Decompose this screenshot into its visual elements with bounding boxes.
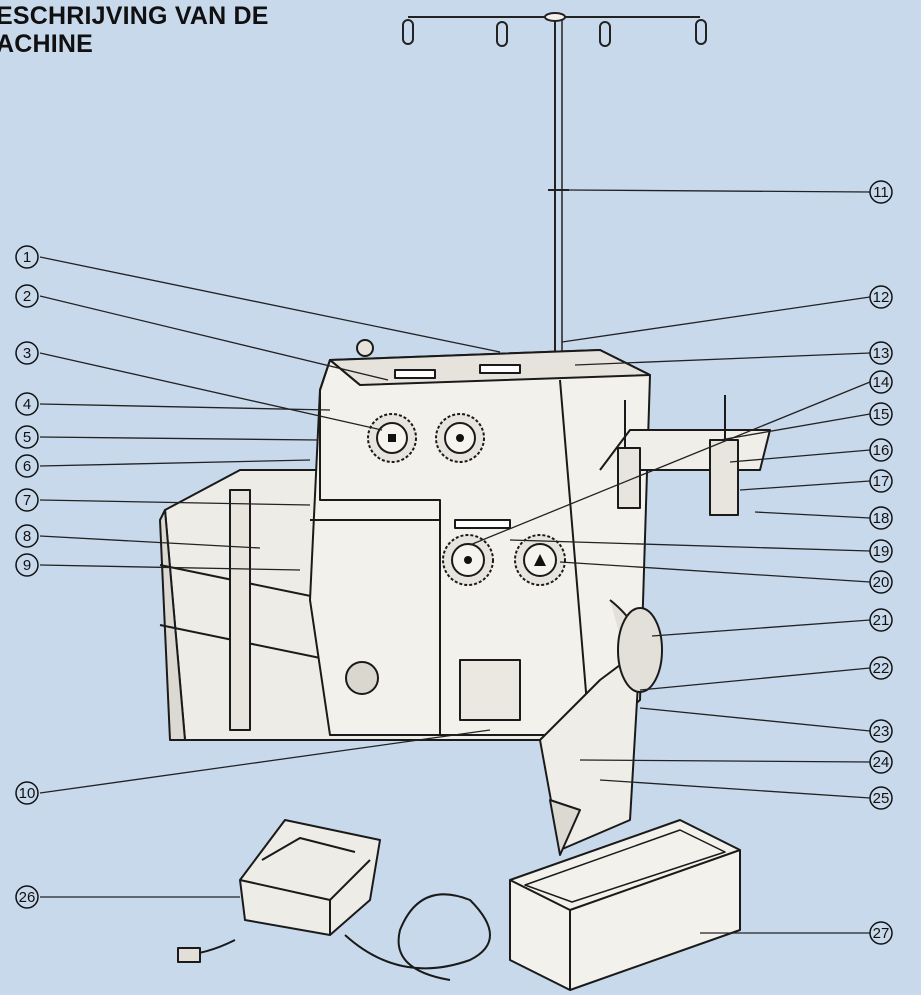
- callout-number: 24: [873, 754, 890, 771]
- callout-layer: 1234567891011121314151617181920212223242…: [15, 180, 893, 945]
- callout-26: 26: [15, 885, 39, 909]
- tension-dials: [367, 413, 566, 586]
- callout-circle: [869, 570, 893, 594]
- callout-circle: [15, 885, 39, 909]
- callout-number: 8: [23, 528, 31, 545]
- callout-circle: [869, 341, 893, 365]
- callout-circle: [15, 341, 39, 365]
- callout-23: 23: [869, 719, 893, 743]
- callout-circle: [15, 488, 39, 512]
- callout-circle: [869, 719, 893, 743]
- callout-circle: [869, 786, 893, 810]
- foot-pedal: [177, 819, 491, 981]
- callout-13: 13: [869, 341, 893, 365]
- callout-1: 1: [15, 245, 39, 269]
- callout-number: 1: [23, 249, 31, 266]
- callout-number: 20: [873, 574, 890, 591]
- callout-circle: [869, 285, 893, 309]
- callout-number: 11: [873, 184, 889, 201]
- thread-stand: [402, 12, 707, 360]
- callout-circle: [15, 284, 39, 308]
- callout-circle: [869, 370, 893, 394]
- callout-20: 20: [869, 570, 893, 594]
- callout-7: 7: [15, 488, 39, 512]
- title-line-2: ACHINE: [0, 30, 94, 58]
- callout-circle: [869, 506, 893, 530]
- callout-circle: [15, 454, 39, 478]
- callout-4: 4: [15, 392, 39, 416]
- callout-number: 4: [23, 396, 31, 413]
- callout-circle: [869, 539, 893, 563]
- callout-number: 6: [23, 458, 31, 475]
- callout-15: 15: [869, 402, 893, 426]
- callout-number: 9: [23, 557, 31, 574]
- callout-number: 15: [873, 406, 890, 423]
- callout-circle: [869, 438, 893, 462]
- callout-circle: [15, 245, 39, 269]
- callout-number: 10: [19, 785, 36, 802]
- page-title: ESCHRIJVING VAN DE ACHINE: [0, 2, 269, 58]
- callout-number: 18: [873, 510, 890, 527]
- callout-number: 12: [873, 289, 890, 306]
- callout-number: 7: [23, 492, 31, 509]
- callout-27: 27: [869, 921, 893, 945]
- callout-circle: [869, 921, 893, 945]
- callout-24: 24: [869, 750, 893, 774]
- leader-lines: [39, 189, 871, 934]
- callout-number: 21: [873, 612, 890, 629]
- callout-number: 25: [873, 790, 890, 807]
- callout-circle: [869, 656, 893, 680]
- callout-number: 3: [23, 345, 31, 362]
- callout-circle: [869, 402, 893, 426]
- callout-circle: [15, 781, 39, 805]
- callout-circle: [15, 524, 39, 548]
- callout-circle: [869, 750, 893, 774]
- callout-8: 8: [15, 524, 39, 548]
- callout-11: 11: [869, 180, 893, 204]
- callout-number: 16: [873, 442, 890, 459]
- callout-circle: [15, 553, 39, 577]
- callout-5: 5: [15, 425, 39, 449]
- callout-22: 22: [869, 656, 893, 680]
- callout-circle: [15, 392, 39, 416]
- accessory-box: [509, 819, 741, 991]
- callout-number: 22: [873, 660, 890, 677]
- callout-number: 19: [873, 543, 890, 560]
- callout-number: 27: [873, 925, 890, 942]
- callout-6: 6: [15, 454, 39, 478]
- callout-circle: [869, 608, 893, 632]
- callout-9: 9: [15, 553, 39, 577]
- callout-21: 21: [869, 608, 893, 632]
- callout-14: 14: [869, 370, 893, 394]
- callout-number: 5: [23, 429, 31, 446]
- callout-10: 10: [15, 781, 39, 805]
- callout-19: 19: [869, 539, 893, 563]
- callout-25: 25: [869, 786, 893, 810]
- title-line-1: ESCHRIJVING VAN DE: [0, 2, 269, 30]
- callout-number: 17: [873, 473, 890, 490]
- callout-number: 13: [873, 345, 890, 362]
- callout-circle: [15, 425, 39, 449]
- callout-circle: [869, 469, 893, 493]
- callout-number: 26: [19, 889, 36, 906]
- callout-circle: [869, 180, 893, 204]
- callout-number: 23: [873, 723, 890, 740]
- callout-12: 12: [869, 285, 893, 309]
- callout-2: 2: [15, 284, 39, 308]
- callout-number: 2: [23, 288, 31, 305]
- callout-3: 3: [15, 341, 39, 365]
- callout-16: 16: [869, 438, 893, 462]
- callout-17: 17: [869, 469, 893, 493]
- callout-18: 18: [869, 506, 893, 530]
- callout-number: 14: [873, 374, 890, 391]
